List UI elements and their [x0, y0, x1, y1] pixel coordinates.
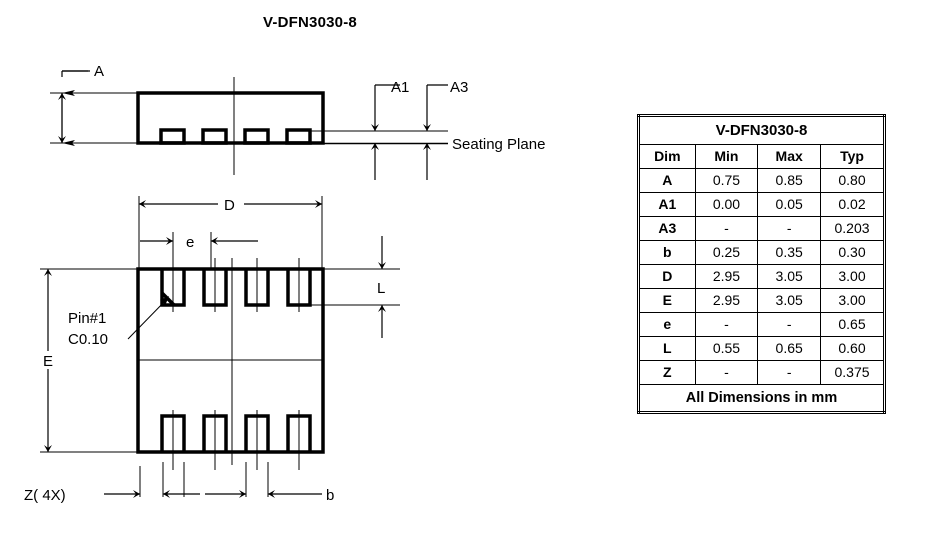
cell-typ: 0.375 [820, 360, 885, 385]
pin1-callout: Pin#1 C0.10 [68, 296, 169, 348]
cell-min: - [694, 216, 759, 241]
header-min: Min [694, 144, 759, 169]
cell-max: 0.85 [757, 168, 822, 193]
cell-min: - [694, 360, 759, 385]
label-a: A [94, 63, 104, 80]
cell-typ: 0.65 [820, 312, 885, 337]
table-header-row: Dim Min Max Typ [638, 144, 885, 169]
cell-typ: 0.30 [820, 240, 885, 265]
cell-max: - [757, 216, 822, 241]
package-drawing-svg: A Seating Plan [24, 63, 545, 504]
bottom-view-pins-top [160, 269, 312, 307]
label-a3: A3 [450, 79, 468, 96]
cell-max: - [757, 360, 822, 385]
table-title: V-DFN3030-8 [638, 115, 885, 145]
label-e-pitch: e [186, 234, 194, 251]
dimension-table: V-DFN3030-8 Dim Min Max Typ A 0.75 0.85 … [637, 114, 886, 414]
side-view-pins [159, 128, 312, 145]
cell-max: 0.05 [757, 192, 822, 217]
cell-typ: 3.00 [820, 264, 885, 289]
label-d: D [224, 197, 235, 214]
label-l: L [377, 280, 385, 297]
table-footer-row: All Dimensions in mm [638, 384, 885, 413]
cell-dim: L [638, 336, 696, 361]
cell-min: 0.75 [694, 168, 759, 193]
cell-min: 2.95 [694, 288, 759, 313]
cell-min: 0.25 [694, 240, 759, 265]
dimension-a3: A3 [423, 79, 468, 180]
dimension-a: A [50, 63, 140, 146]
table-row: D 2.95 3.05 3.00 [638, 264, 885, 289]
table-row: e - - 0.65 [638, 312, 885, 337]
label-a1: A1 [391, 79, 409, 96]
label-e-height: E [43, 353, 53, 370]
dimension-z-b: Z( 4X) b [24, 462, 334, 504]
cell-dim: e [638, 312, 696, 337]
table-row: E 2.95 3.05 3.00 [638, 288, 885, 313]
bottom-view-pins-bottom [160, 414, 312, 452]
label-z: Z( 4X) [24, 487, 66, 504]
table-row: A3 - - 0.203 [638, 216, 885, 241]
table-footer: All Dimensions in mm [638, 384, 885, 413]
cell-max: 0.65 [757, 336, 822, 361]
table-title-row: V-DFN3030-8 [638, 115, 885, 145]
cell-dim: E [638, 288, 696, 313]
package-drawing: A Seating Plan [24, 63, 545, 504]
table-row: A 0.75 0.85 0.80 [638, 168, 885, 193]
dimension-e-pitch: e [140, 232, 258, 270]
dimension-l: L [310, 236, 400, 338]
table-row: L 0.55 0.65 0.60 [638, 336, 885, 361]
cell-dim: D [638, 264, 696, 289]
cell-min: 2.95 [694, 264, 759, 289]
cell-max: - [757, 312, 822, 337]
table-row: b 0.25 0.35 0.30 [638, 240, 885, 265]
label-pin1: Pin#1 [68, 310, 106, 327]
header-dim: Dim [638, 144, 696, 169]
cell-dim: A3 [638, 216, 696, 241]
label-chamfer: C0.10 [68, 331, 108, 348]
label-b: b [326, 487, 334, 504]
table-row: A1 0.00 0.05 0.02 [638, 192, 885, 217]
cell-typ: 0.02 [820, 192, 885, 217]
cell-dim: A [638, 168, 696, 193]
cell-max: 0.35 [757, 240, 822, 265]
pin-centerlines-bottom [172, 410, 300, 470]
cell-typ: 0.203 [820, 216, 885, 241]
label-seating-plane: Seating Plane [452, 136, 545, 153]
pin-centerlines-top [172, 258, 300, 312]
cell-dim: Z [638, 360, 696, 385]
cell-typ: 0.80 [820, 168, 885, 193]
cell-typ: 3.00 [820, 288, 885, 313]
cell-max: 3.05 [757, 288, 822, 313]
side-view: A Seating Plan [50, 63, 545, 180]
dimension-d: D [138, 196, 323, 270]
cell-max: 3.05 [757, 264, 822, 289]
cell-min: 0.55 [694, 336, 759, 361]
cell-dim: b [638, 240, 696, 265]
cell-dim: A1 [638, 192, 696, 217]
dimension-a1: A1 [371, 79, 409, 180]
bottom-view: D e E [24, 196, 400, 504]
dimension-e-height: E [40, 268, 140, 453]
cell-min: 0.00 [694, 192, 759, 217]
header-typ: Typ [820, 144, 885, 169]
cell-min: - [694, 312, 759, 337]
table-row: Z - - 0.375 [638, 360, 885, 385]
page-title: V-DFN3030-8 [263, 14, 357, 31]
side-view-body [136, 91, 325, 145]
header-max: Max [757, 144, 822, 169]
cell-typ: 0.60 [820, 336, 885, 361]
dimension-table-container: V-DFN3030-8 Dim Min Max Typ A 0.75 0.85 … [637, 114, 886, 414]
